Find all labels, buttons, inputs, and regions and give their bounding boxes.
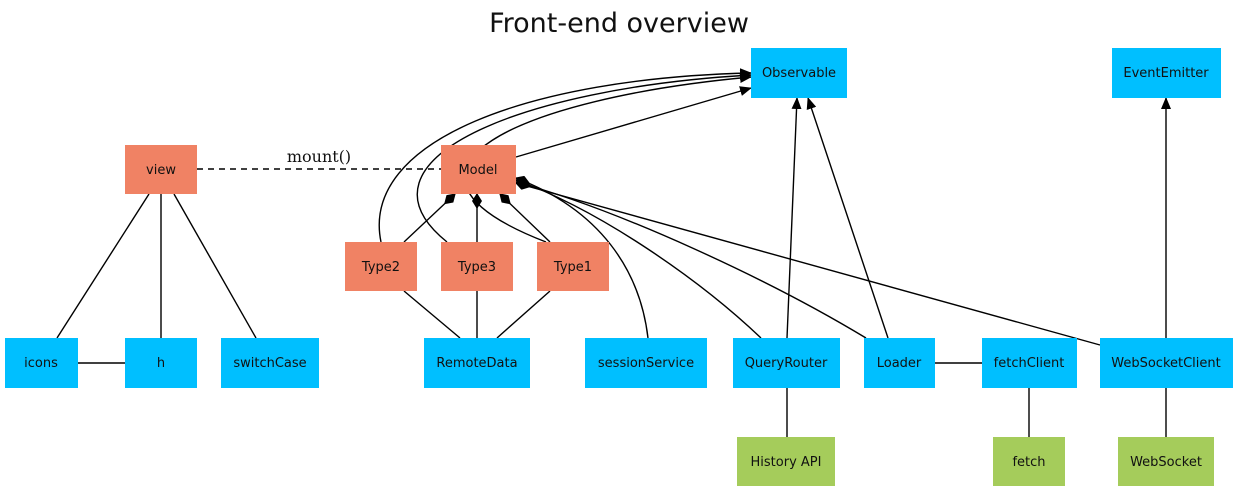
node-observable-label: Observable [762, 66, 836, 81]
node-model[interactable]: Model [441, 145, 516, 194]
edge-loader-observable [806, 97, 889, 339]
node-sessionservice[interactable]: sessionService [585, 338, 707, 388]
node-loader-label: Loader [877, 356, 922, 371]
node-fetchclient[interactable]: fetchClient [982, 338, 1077, 388]
node-switchcase[interactable]: switchCase [221, 338, 319, 388]
node-eventemitter[interactable]: EventEmitter [1112, 48, 1221, 98]
node-h-label: h [157, 356, 165, 371]
node-remotedata[interactable]: RemoteData [424, 338, 530, 388]
node-historyapi[interactable]: History API [737, 437, 835, 486]
edge-type1-model [499, 193, 551, 243]
node-eventemitter-label: EventEmitter [1123, 66, 1209, 81]
node-type1-label: Type1 [553, 260, 592, 275]
mount-label: mount() [287, 147, 351, 166]
node-view[interactable]: view [125, 145, 197, 194]
node-fetch[interactable]: fetch [993, 437, 1065, 486]
edge-type3-observable [416, 70, 752, 243]
node-websocketclient-label: WebSocketClient [1111, 356, 1221, 371]
node-type2-label: Type2 [361, 260, 400, 275]
edge-queryrouter-model [515, 177, 762, 339]
edge-queryrouter-observable [786, 97, 802, 339]
node-type3[interactable]: Type3 [441, 242, 513, 291]
edge-view-switchcase [173, 193, 257, 339]
edge-type1-observable [464, 73, 752, 243]
edge-type2-observable [378, 68, 752, 243]
node-websocketclient[interactable]: WebSocketClient [1100, 338, 1233, 388]
node-type3-label: Type3 [457, 260, 496, 275]
node-historyapi-label: History API [751, 455, 822, 470]
edge-model-observable [515, 86, 752, 158]
node-loader[interactable]: Loader [864, 338, 935, 388]
node-view-label: view [146, 163, 176, 178]
node-fetch-label: fetch [1012, 455, 1045, 470]
edge-type2-remotedata [403, 290, 461, 339]
node-queryrouter[interactable]: QueryRouter [733, 338, 840, 388]
edges: mount() [56, 68, 1171, 437]
node-model-label: Model [458, 163, 497, 178]
edge-type1-remotedata [496, 290, 551, 339]
node-icons-label: icons [24, 356, 58, 371]
edge-websocketclient-model [515, 180, 1101, 346]
node-sessionservice-label: sessionService [598, 356, 694, 371]
node-remotedata-label: RemoteData [436, 356, 517, 371]
node-queryrouter-label: QueryRouter [745, 356, 828, 371]
node-type1[interactable]: Type1 [537, 242, 609, 291]
edge-view-icons [56, 193, 150, 339]
node-fetchclient-label: fetchClient [994, 356, 1065, 371]
nodes: Observable EventEmitter view Model Type2… [5, 48, 1233, 486]
edge-type2-model [403, 193, 456, 243]
node-websocket-label: WebSocket [1130, 455, 1202, 470]
node-type2[interactable]: Type2 [345, 242, 417, 291]
node-icons[interactable]: icons [5, 338, 78, 388]
node-h[interactable]: h [125, 338, 197, 388]
node-switchcase-label: switchCase [233, 356, 306, 371]
diagram-title: Front-end overview [489, 8, 749, 39]
node-websocket[interactable]: WebSocket [1118, 437, 1214, 486]
node-observable[interactable]: Observable [751, 48, 847, 98]
